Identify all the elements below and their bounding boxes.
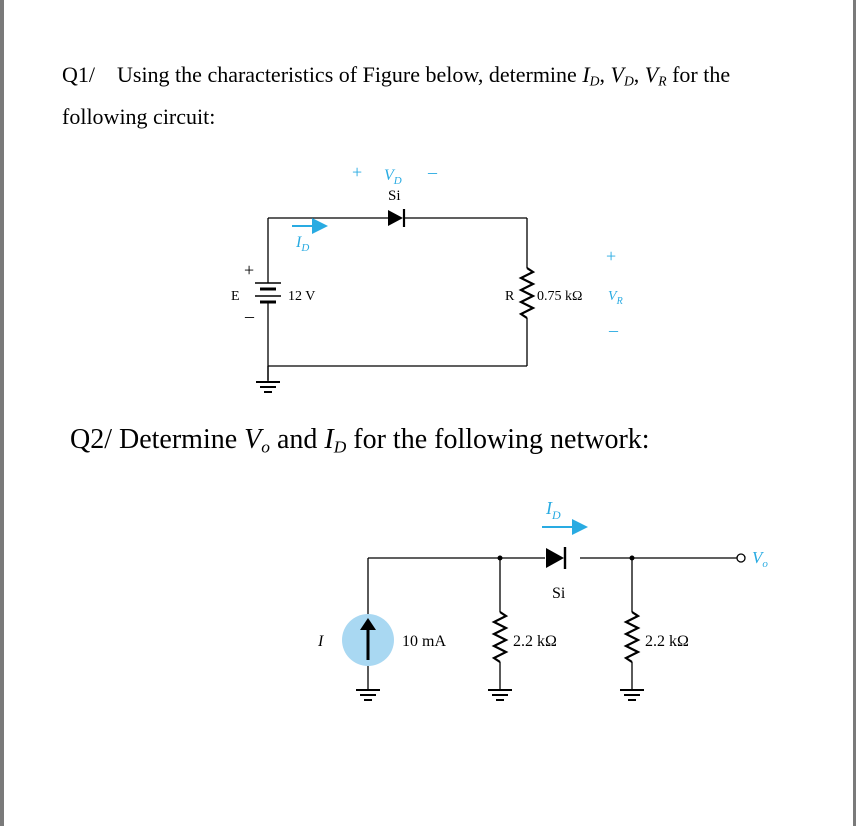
circuit2 xyxy=(356,553,746,701)
q1-var-vd: VD xyxy=(610,62,634,89)
c1-battery-plus: + xyxy=(244,260,254,280)
c1-resistor-name: R xyxy=(505,289,515,304)
c2-junction-r2 xyxy=(629,555,635,561)
c1-vr-minus: – xyxy=(608,320,619,340)
q1-question-line1: Q1/Using the characteristics of Figure b… xyxy=(62,62,731,89)
c1-vr-label: VR xyxy=(608,289,623,307)
circuit1 xyxy=(255,217,536,393)
q1-text-after: for the xyxy=(672,62,731,87)
c1-battery-minus: – xyxy=(244,306,255,326)
c2-source-value: 10 mA xyxy=(402,633,446,650)
frame-right-border xyxy=(853,0,856,826)
c1-resistor-value: 0.75 kΩ xyxy=(537,289,582,304)
c2-current-label: ID xyxy=(545,498,561,522)
q1-var-vr: VR xyxy=(644,62,667,89)
c2-output-terminal xyxy=(736,553,746,563)
c2-r1-value: 2.2 kΩ xyxy=(513,633,557,650)
c2-diode-icon xyxy=(546,547,567,569)
c2-r2-value: 2.2 kΩ xyxy=(645,633,689,650)
q2-question: Q2/ Determine Vo and ID for the followin… xyxy=(70,424,650,457)
q1-text-before: Using the characteristics of Figure belo… xyxy=(117,62,577,87)
c2-junction-r1 xyxy=(497,555,503,561)
c2-output-label: Vo xyxy=(752,548,768,570)
c1-vr-plus: + xyxy=(606,246,616,266)
c1-battery-value: 12 V xyxy=(288,289,315,304)
c1-battery-name: E xyxy=(231,289,240,304)
c1-diode-icon xyxy=(388,209,406,227)
c2-r2-symbol xyxy=(623,611,641,663)
q1-number: Q1/ xyxy=(62,62,95,87)
c2-source-name: I xyxy=(317,633,324,650)
frame-left-border xyxy=(0,0,4,826)
q1-var-id: ID xyxy=(582,62,600,89)
c1-current-label: ID xyxy=(295,234,309,254)
c1-diode-minus: – xyxy=(427,162,438,182)
c1-resistor-symbol xyxy=(518,267,536,319)
q2-var-vo: Vo xyxy=(244,424,270,457)
c2-current-source-icon xyxy=(342,614,394,666)
c1-diode-v: VD xyxy=(384,167,402,187)
c2-r1-symbol xyxy=(491,611,509,663)
c1-diode-plus: + xyxy=(352,162,362,182)
q2-var-id: ID xyxy=(324,424,347,457)
c2-diode-material: Si xyxy=(552,585,566,602)
q1-question-line2: following circuit: xyxy=(62,104,216,129)
c1-diode-material: Si xyxy=(388,188,401,204)
